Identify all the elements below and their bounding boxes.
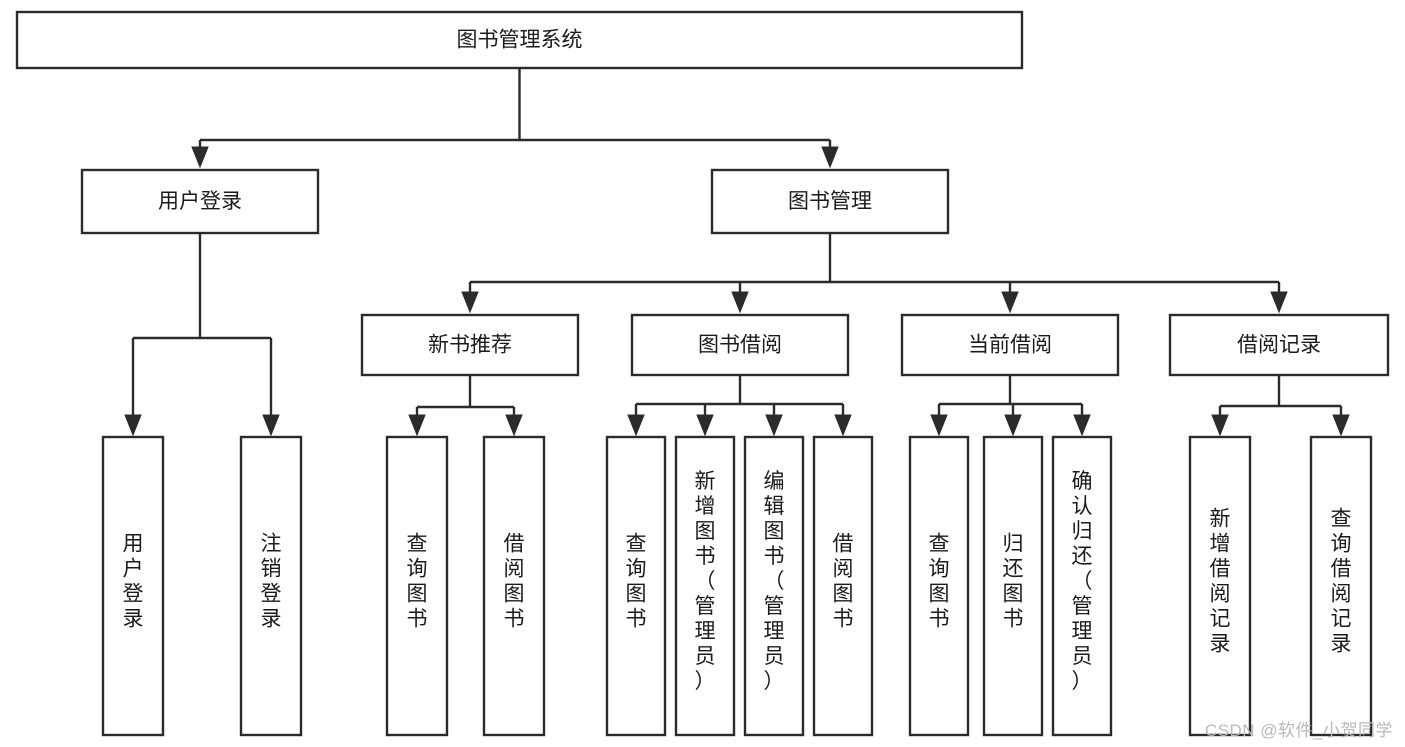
arrow-leaf-user-logout-icon	[262, 414, 280, 437]
node-box-leaf-add-record[interactable]	[1188, 435, 1252, 737]
node-label-leaf-add-book: 新增图书（管理员）	[695, 470, 716, 693]
node-box-leaf-edit-book[interactable]	[743, 435, 805, 737]
node-leaf-add-record[interactable]: 新增借阅记录	[1188, 435, 1252, 737]
connector-borrow-to-leaves	[634, 375, 845, 427]
arrow-leaf-edit-book-icon	[765, 414, 783, 437]
node-label-root: 图书管理系统	[457, 29, 583, 52]
arrow-borrow-record-icon	[1270, 291, 1288, 314]
node-label-leaf-edit-book: 编辑图书（管理员）	[764, 470, 785, 693]
arrow-leaf-query-book-borrow-icon	[627, 414, 645, 437]
arrowheads	[124, 146, 1350, 437]
arrow-leaf-add-book-icon	[696, 414, 714, 437]
node-box-leaf-borrow-book-rec[interactable]	[482, 435, 546, 737]
node-root[interactable]: 图书管理系统	[15, 10, 1024, 70]
node-user-login[interactable]: 用户登录	[80, 168, 320, 235]
node-label-leaf-query-record: 查询借阅记录	[1331, 508, 1352, 656]
node-box-leaf-borrow-book[interactable]	[812, 435, 874, 737]
connector-rec-to-leaves	[415, 375, 516, 427]
arrow-leaf-query-record-icon	[1332, 414, 1350, 437]
connector-level1-user-to-leaves	[131, 233, 273, 427]
arrow-user-login-icon	[191, 146, 209, 169]
node-box-new-book-rec[interactable]	[360, 313, 580, 377]
node-label-new-book-rec: 新书推荐	[428, 334, 512, 357]
arrow-current-borrow-icon	[1001, 291, 1019, 314]
node-box-leaf-query-book-borrow[interactable]	[605, 435, 667, 737]
node-label-borrow-record: 借阅记录	[1237, 334, 1321, 357]
node-leaf-query-record[interactable]: 查询借阅记录	[1309, 435, 1373, 737]
arrow-leaf-query-book-cur-icon	[930, 414, 948, 437]
nodes: 图书管理系统用户登录图书管理新书推荐图书借阅当前借阅借阅记录用户登录注销登录查询…	[15, 10, 1390, 737]
node-label-leaf-return-book: 归还图书	[1003, 533, 1024, 631]
node-leaf-confirm-return[interactable]: 确认归还（管理员）	[1051, 435, 1113, 737]
node-box-book-borrow[interactable]	[630, 313, 850, 377]
node-box-current-borrow[interactable]	[900, 313, 1120, 377]
node-leaf-query-book-borrow[interactable]: 查询图书	[605, 435, 667, 737]
node-box-user-login[interactable]	[80, 168, 320, 235]
node-book-borrow[interactable]: 图书借阅	[630, 313, 850, 377]
arrow-new-book-rec-icon	[461, 291, 479, 314]
node-box-leaf-return-book[interactable]	[982, 435, 1044, 737]
node-label-leaf-query-book-cur: 查询图书	[929, 533, 950, 631]
node-label-leaf-add-record: 新增借阅记录	[1210, 508, 1231, 656]
arrow-book-manage-icon	[821, 146, 839, 169]
node-box-leaf-user-login[interactable]	[101, 435, 165, 737]
arrow-leaf-query-book-rec-icon	[408, 414, 426, 437]
node-leaf-add-book[interactable]: 新增图书（管理员）	[674, 435, 736, 737]
node-box-leaf-query-book-rec[interactable]	[385, 435, 449, 737]
node-label-leaf-borrow-book: 借阅图书	[833, 533, 854, 631]
arrow-book-borrow-icon	[731, 291, 749, 314]
node-leaf-borrow-book-rec[interactable]: 借阅图书	[482, 435, 546, 737]
node-leaf-query-book-rec[interactable]: 查询图书	[385, 435, 449, 737]
node-borrow-record[interactable]: 借阅记录	[1168, 313, 1390, 377]
node-label-leaf-confirm-return: 确认归还（管理员）	[1072, 470, 1093, 693]
arrow-leaf-borrow-book-rec-icon	[505, 414, 523, 437]
node-leaf-user-login[interactable]: 用户登录	[101, 435, 165, 737]
node-label-leaf-query-book-rec: 查询图书	[407, 533, 428, 631]
node-leaf-return-book[interactable]: 归还图书	[982, 435, 1044, 737]
node-label-leaf-borrow-book-rec: 借阅图书	[504, 533, 525, 631]
node-label-leaf-user-login: 用户登录	[123, 533, 144, 631]
connector-root-to-level1	[198, 68, 832, 160]
node-box-book-manage[interactable]	[710, 168, 950, 235]
arrow-leaf-add-record-icon	[1211, 414, 1229, 437]
arrow-leaf-return-book-icon	[1004, 414, 1022, 437]
node-box-leaf-query-record[interactable]	[1309, 435, 1373, 737]
node-label-leaf-user-logout: 注销登录	[261, 533, 282, 631]
connector-level1-book-to-level2	[468, 233, 1281, 302]
watermark-text: CSDN @软件_小贺同学	[1204, 721, 1393, 740]
node-box-leaf-confirm-return[interactable]	[1051, 435, 1113, 737]
node-box-leaf-query-book-cur[interactable]	[908, 435, 970, 737]
arrow-leaf-borrow-book-icon	[834, 414, 852, 437]
node-label-book-borrow: 图书借阅	[698, 334, 782, 357]
node-leaf-user-logout[interactable]: 注销登录	[239, 435, 303, 737]
node-leaf-query-book-cur[interactable]: 查询图书	[908, 435, 970, 737]
node-box-leaf-add-book[interactable]	[674, 435, 736, 737]
node-box-borrow-record[interactable]	[1168, 313, 1390, 377]
node-label-current-borrow: 当前借阅	[968, 334, 1052, 357]
node-label-book-manage: 图书管理	[788, 190, 872, 213]
node-current-borrow[interactable]: 当前借阅	[900, 313, 1120, 377]
arrow-leaf-user-login-icon	[124, 414, 142, 437]
node-leaf-edit-book[interactable]: 编辑图书（管理员）	[743, 435, 805, 737]
node-new-book-rec[interactable]: 新书推荐	[360, 313, 580, 377]
connector-record-to-leaves	[1218, 375, 1343, 427]
arrow-leaf-confirm-return-icon	[1073, 414, 1091, 437]
node-box-leaf-user-logout[interactable]	[239, 435, 303, 737]
node-label-leaf-query-book-borrow: 查询图书	[626, 533, 647, 631]
node-book-manage[interactable]: 图书管理	[710, 168, 950, 235]
node-box-root[interactable]	[15, 10, 1024, 70]
node-leaf-borrow-book[interactable]: 借阅图书	[812, 435, 874, 737]
node-label-user-login: 用户登录	[158, 190, 242, 213]
